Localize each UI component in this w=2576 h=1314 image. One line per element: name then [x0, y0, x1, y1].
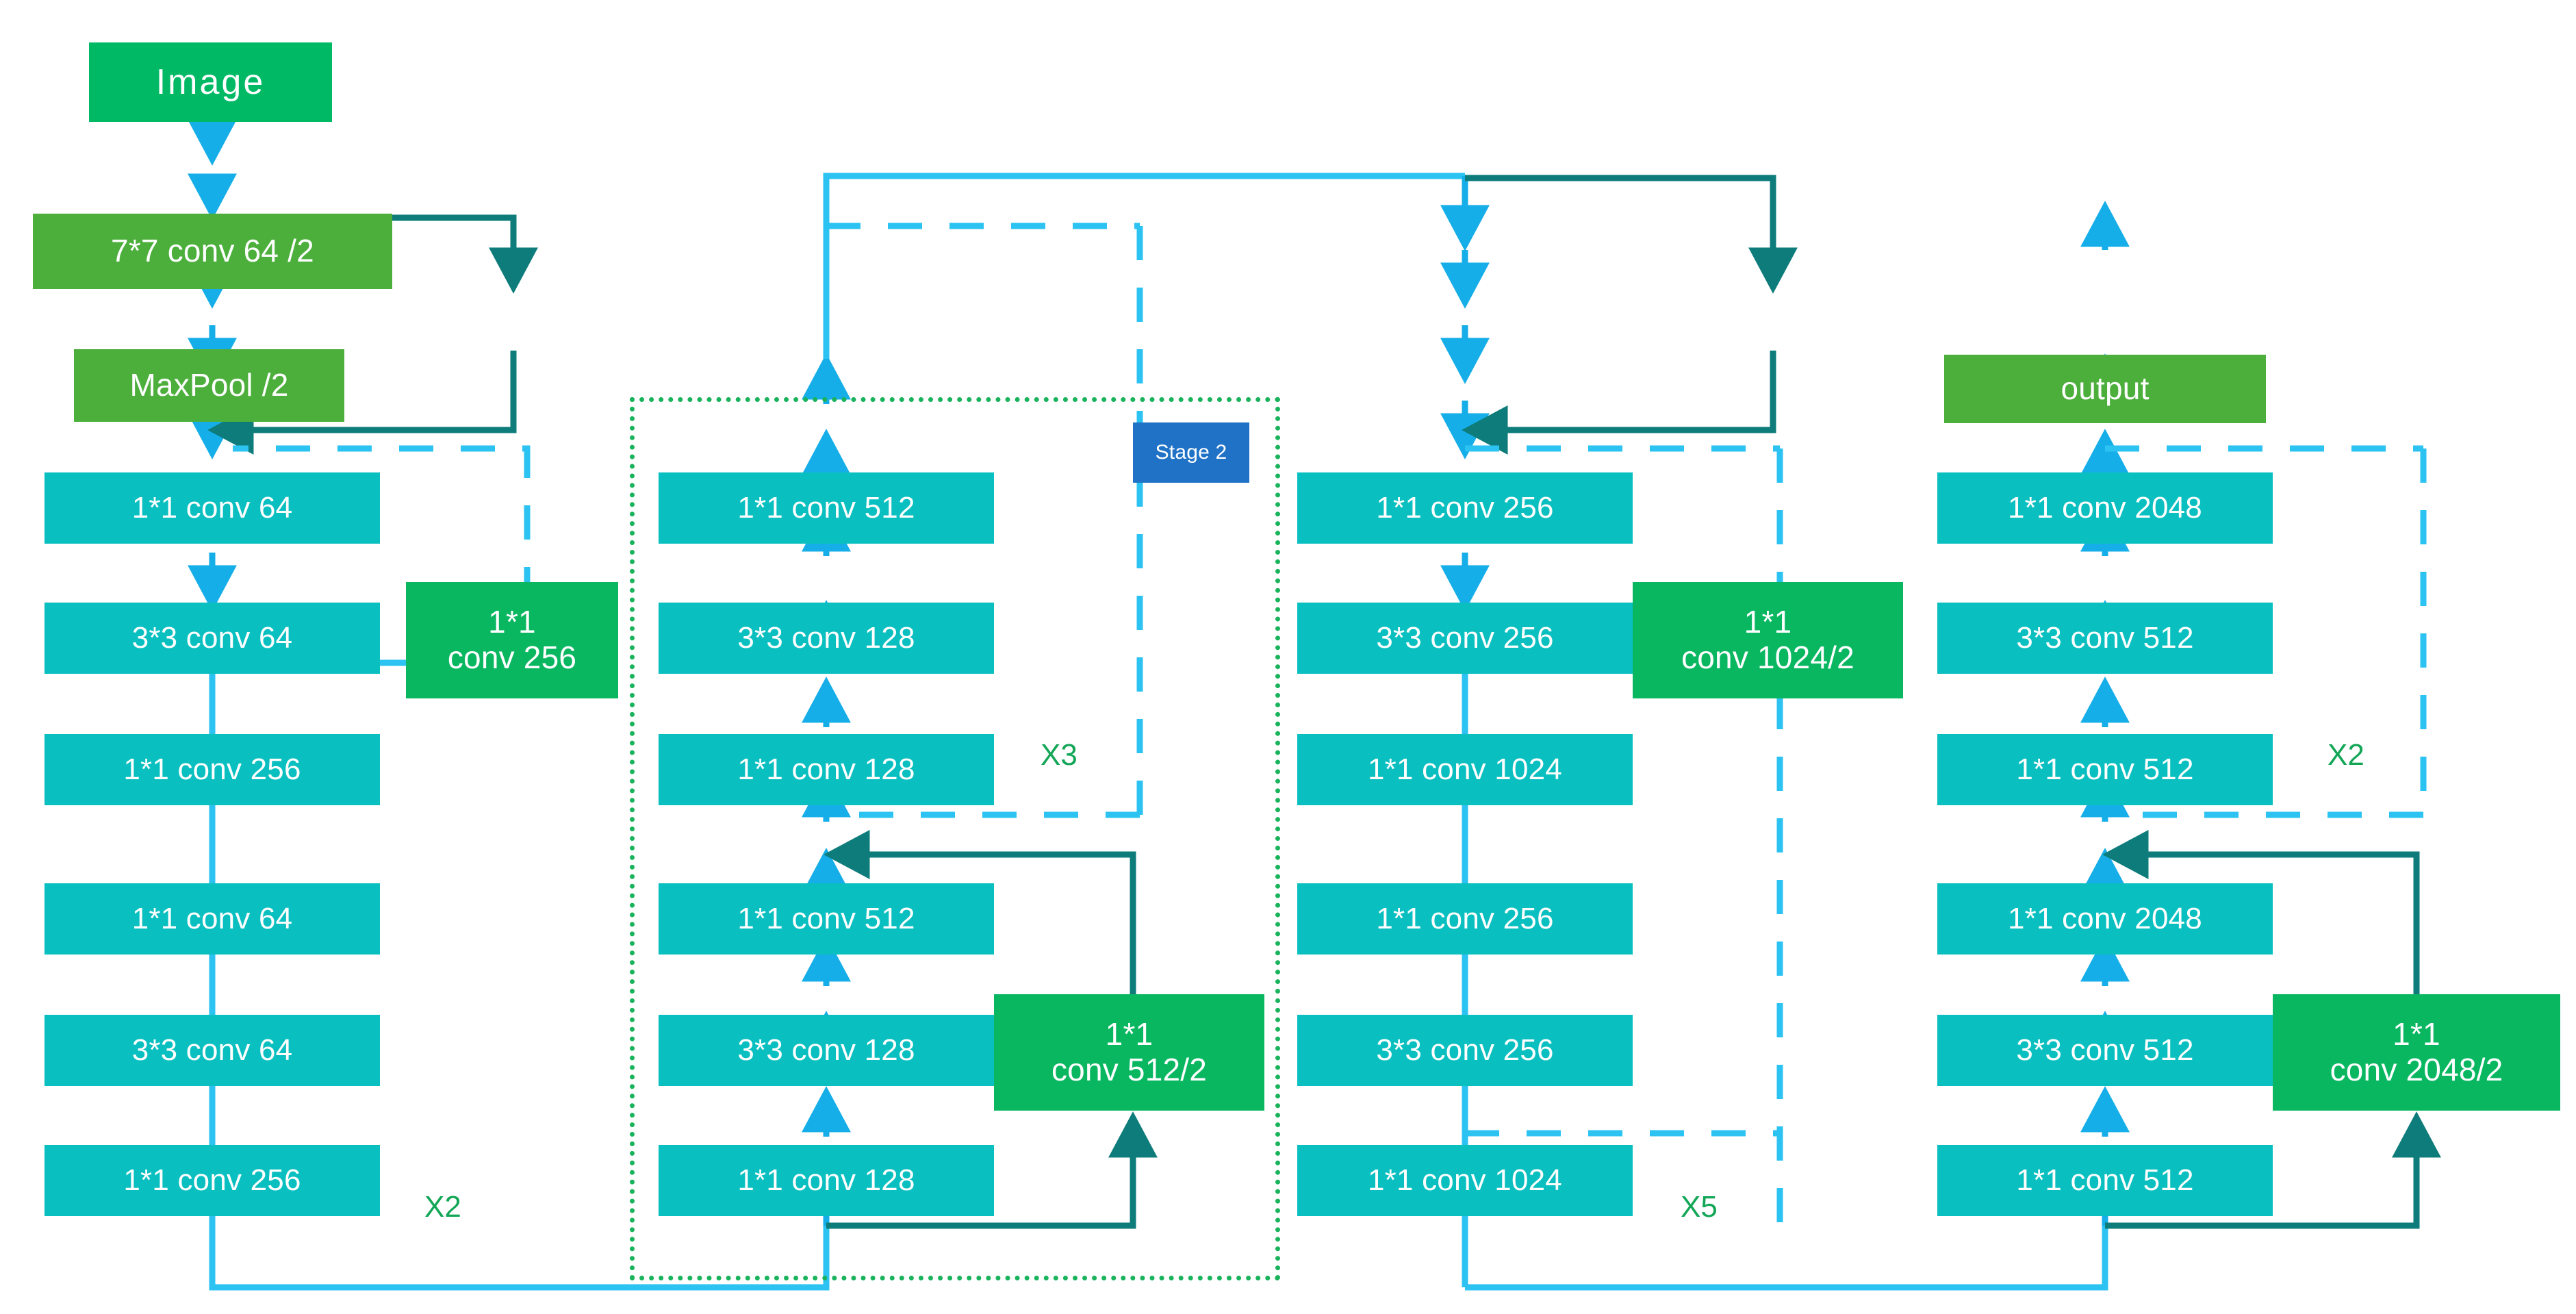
repeat-label-stage3: X5	[1681, 1190, 1718, 1224]
block-stage1-bot-0[interactable]: 1*1 conv 64	[44, 883, 380, 955]
block-stage2-shortcut[interactable]: 1*1 conv 512/2	[994, 994, 1264, 1111]
repeat-label-stage1: X2	[424, 1190, 461, 1224]
block-image[interactable]: Image	[89, 42, 332, 122]
block-stage2-bot-0[interactable]: 1*1 conv 512	[659, 883, 994, 955]
block-stage3-bot-1[interactable]: 3*3 conv 256	[1297, 1015, 1633, 1086]
block-stage3-top-2[interactable]: 1*1 conv 1024	[1297, 734, 1633, 805]
block-stage2-bot-1[interactable]: 3*3 conv 128	[659, 1015, 994, 1086]
block-stage1-top-2[interactable]: 1*1 conv 256	[44, 734, 380, 805]
block-stage2-top-1[interactable]: 3*3 conv 128	[659, 603, 994, 674]
block-stage4-bot-0[interactable]: 1*1 conv 2048	[1937, 883, 2273, 955]
block-stage4-shortcut[interactable]: 1*1 conv 2048/2	[2273, 994, 2560, 1111]
repeat-label-stage2: X3	[1041, 738, 1077, 772]
block-stage4-top-0[interactable]: 1*1 conv 2048	[1937, 472, 2273, 544]
block-stage4-bot-2[interactable]: 1*1 conv 512	[1937, 1145, 2273, 1216]
block-stage1-shortcut[interactable]: 1*1 conv 256	[406, 582, 618, 698]
block-stage4-top-1[interactable]: 3*3 conv 512	[1937, 603, 2273, 674]
block-stage3-bot-0[interactable]: 1*1 conv 256	[1297, 883, 1633, 955]
block-stage1-top-1[interactable]: 3*3 conv 64	[44, 603, 380, 674]
repeat-label-stage4: X2	[2328, 738, 2364, 772]
block-stage3-shortcut[interactable]: 1*1 conv 1024/2	[1633, 582, 1903, 698]
block-output[interactable]: output	[1944, 355, 2266, 423]
block-stage3-top-1[interactable]: 3*3 conv 256	[1297, 603, 1633, 674]
block-stage4-bot-1[interactable]: 3*3 conv 512	[1937, 1015, 2273, 1086]
stage2-group-box	[630, 397, 1280, 1280]
block-stage4-top-2[interactable]: 1*1 conv 512	[1937, 734, 2273, 805]
block-stage2-top-2[interactable]: 1*1 conv 128	[659, 734, 994, 805]
block-maxpool[interactable]: MaxPool /2	[74, 349, 344, 422]
block-stage2-top-0[interactable]: 1*1 conv 512	[659, 472, 994, 544]
stage2-badge: Stage 2	[1133, 422, 1249, 483]
block-stage1-bot-2[interactable]: 1*1 conv 256	[44, 1145, 380, 1216]
block-stage3-bot-2[interactable]: 1*1 conv 1024	[1297, 1145, 1633, 1216]
block-stage2-bot-2[interactable]: 1*1 conv 128	[659, 1145, 994, 1216]
block-stage1-bot-1[interactable]: 3*3 conv 64	[44, 1015, 380, 1086]
block-stage1-top-0[interactable]: 1*1 conv 64	[44, 472, 380, 544]
block-conv7x7[interactable]: 7*7 conv 64 /2	[33, 214, 392, 289]
block-stage3-top-0[interactable]: 1*1 conv 256	[1297, 472, 1633, 544]
